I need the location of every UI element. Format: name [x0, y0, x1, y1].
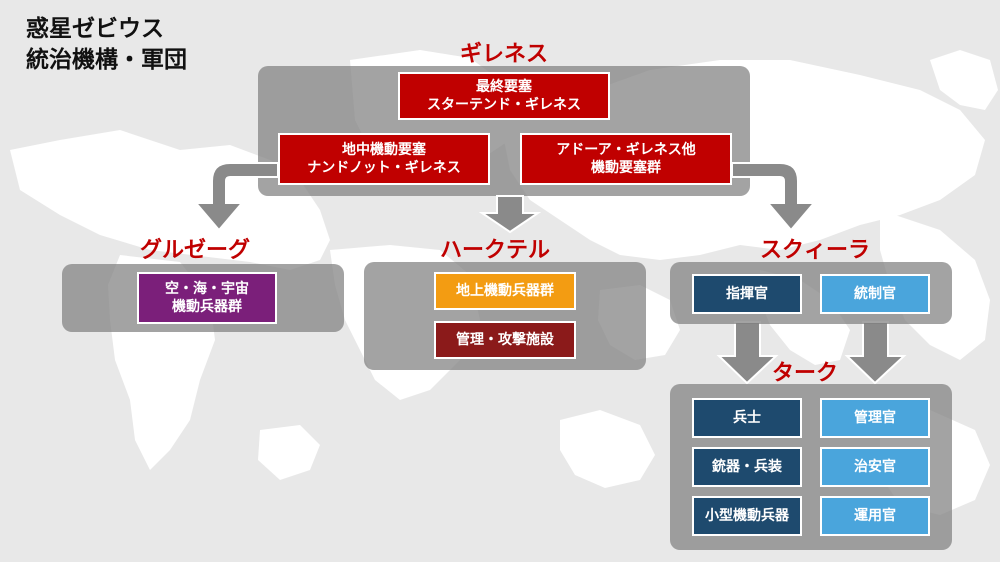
arrow-to-skwiira [731, 162, 817, 232]
taaku-soldier-box[interactable]: 兵士 [692, 398, 802, 438]
skwiira-commander-box[interactable]: 指揮官 [692, 274, 802, 314]
page-title: 惑星ゼビウス 統治機構・軍団 [26, 16, 187, 73]
taaku-security-officer-box[interactable]: 治安官 [820, 447, 930, 487]
skwiira-label: スクィーラ [760, 238, 871, 263]
haakutel-ground-weapons-box[interactable]: 地上機動兵器群 [434, 272, 576, 310]
gilenes-label: ギレネス [460, 42, 549, 67]
gilenes-underground-fortress-box[interactable]: 地中機動要塞 ナンドノット・ギレネス [278, 133, 490, 185]
arrow-commander-to-taaku [716, 321, 779, 385]
taaku-operations-officer-box[interactable]: 運用官 [820, 496, 930, 536]
gulzeg-label: グルゼーグ [140, 238, 251, 263]
gilenes-final-fortress-box[interactable]: 最終要塞 スターテンド・ギレネス [398, 72, 610, 120]
gulzeg-mobile-weapons-box[interactable]: 空・海・宇宙 機動兵器群 [137, 272, 277, 324]
taaku-small-mobile-weapons-box[interactable]: 小型機動兵器 [692, 496, 802, 536]
arrow-to-haakutel [478, 195, 542, 234]
skwiira-controller-box[interactable]: 統制官 [820, 274, 930, 314]
taaku-firearms-box[interactable]: 銃器・兵装 [692, 447, 802, 487]
arrow-to-gulzeg [193, 162, 279, 232]
gilenes-mobile-fortress-group-box[interactable]: アドーア・ギレネス他 機動要塞群 [520, 133, 732, 185]
haakutel-facilities-box[interactable]: 管理・攻撃施設 [434, 321, 576, 359]
taaku-administrator-box[interactable]: 管理官 [820, 398, 930, 438]
haakutel-label: ハークテル [440, 238, 551, 263]
taaku-label: ターク [772, 361, 839, 386]
arrow-controller-to-taaku [844, 321, 907, 385]
